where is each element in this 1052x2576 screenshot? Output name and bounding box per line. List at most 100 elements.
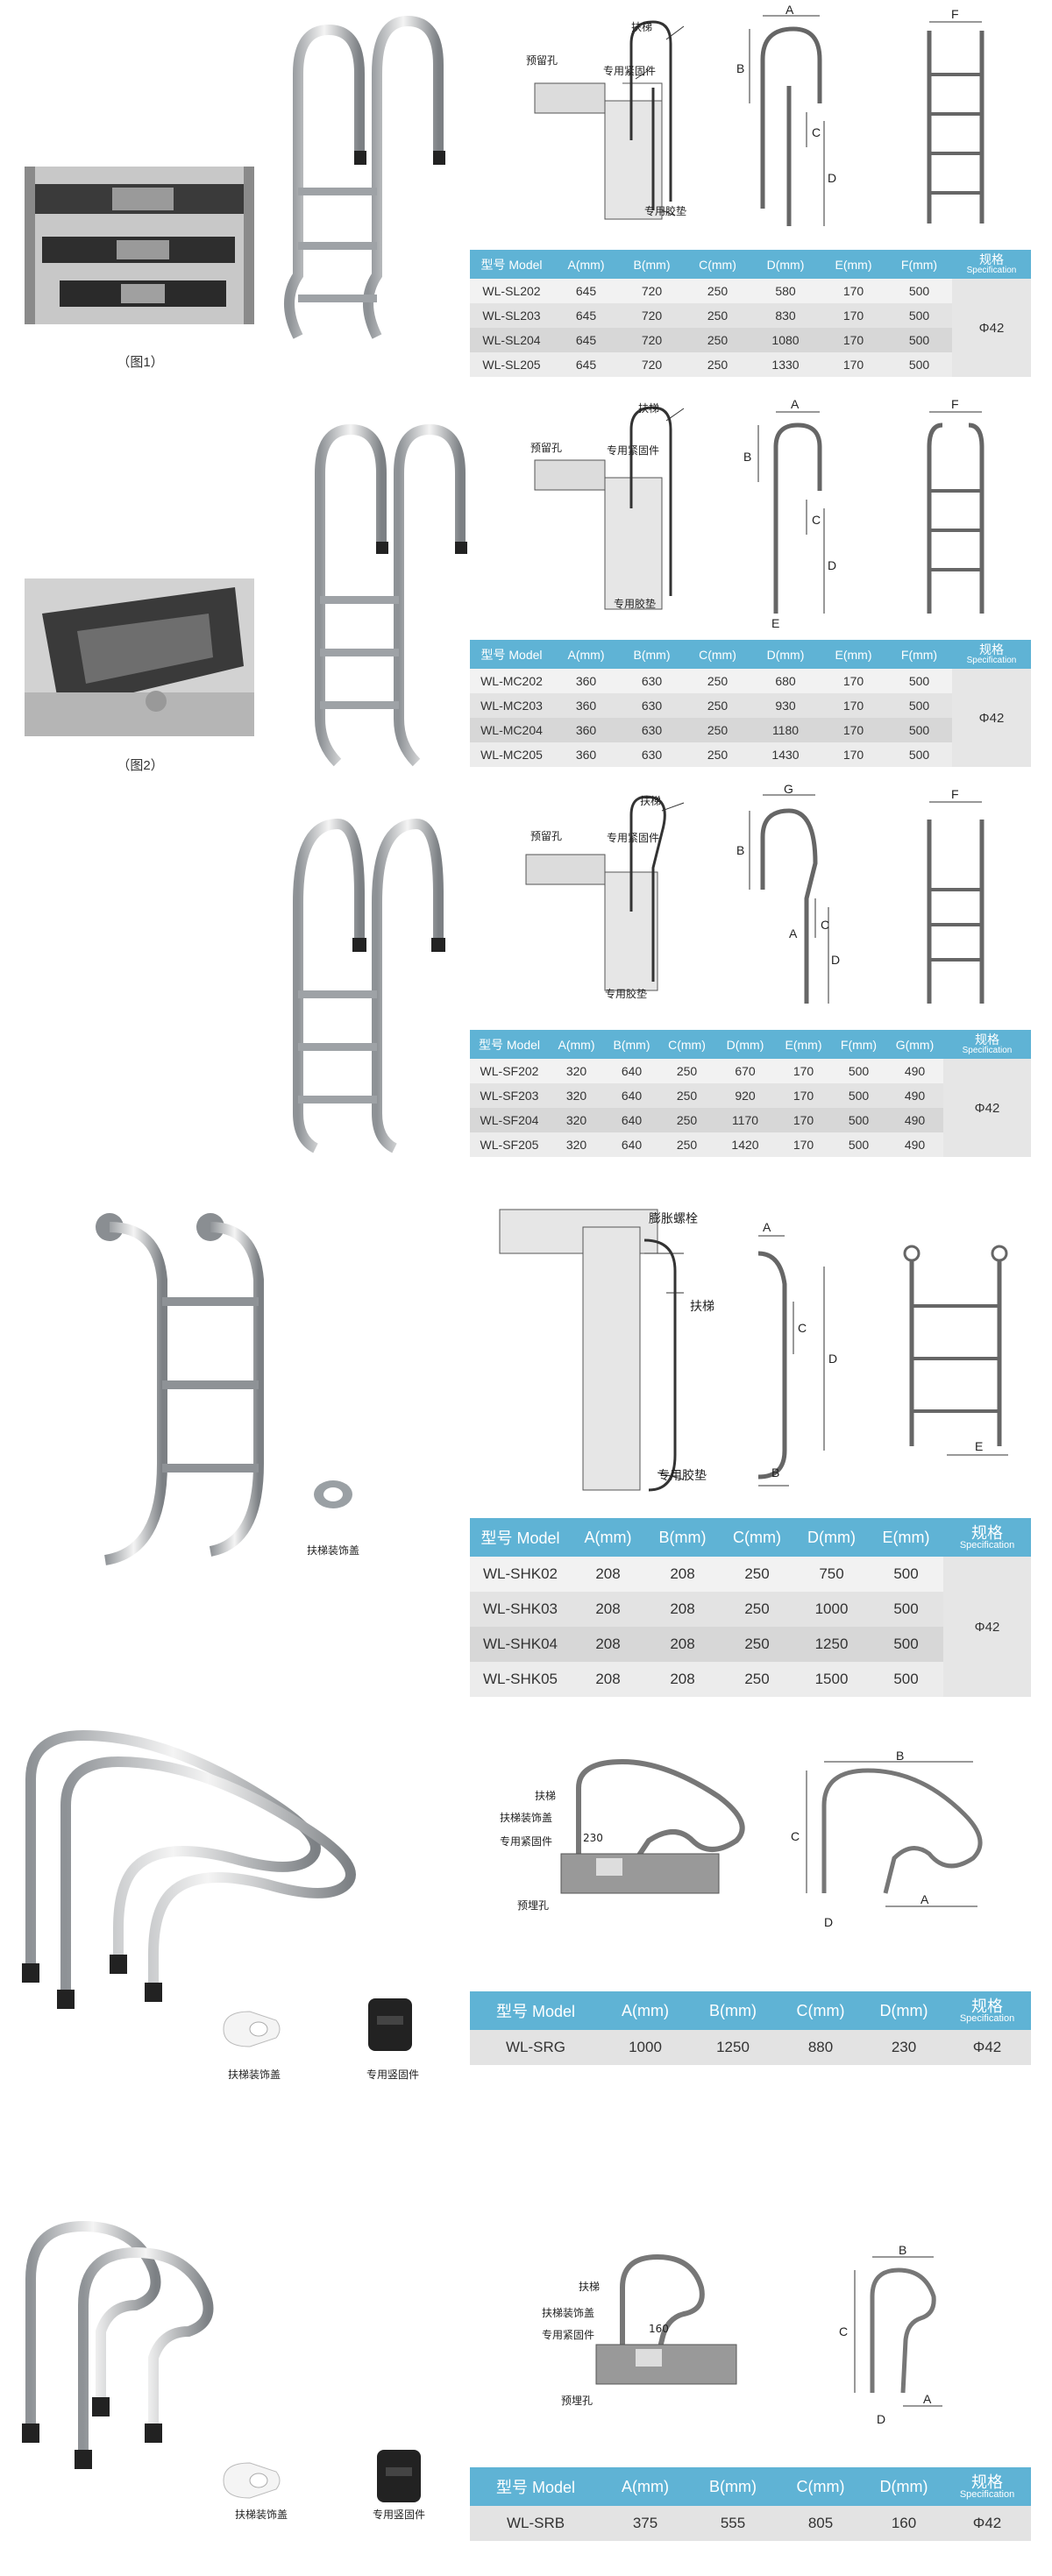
- table-cell: 640: [604, 1132, 659, 1157]
- table-cell: 630: [619, 669, 685, 693]
- dim-label-d: D: [828, 1352, 837, 1366]
- table-cell: WL-SHK03: [470, 1592, 571, 1627]
- col-d: D(mm): [750, 640, 821, 669]
- table-header-row: 型号 Model A(mm) B(mm) C(mm) D(mm) E(mm) F…: [470, 640, 1031, 669]
- table-cell: WL-SHK05: [470, 1662, 571, 1697]
- table-cell: 720: [619, 352, 685, 377]
- table-cell: 490: [886, 1083, 943, 1108]
- col-a: A(mm): [601, 1991, 689, 2030]
- step-closeup-photo-1: [25, 167, 254, 324]
- dim-label-c: C: [812, 125, 821, 139]
- dim-label-c: C: [791, 1829, 800, 1843]
- callout-fastener2-1: 专用竖固件: [366, 2069, 420, 2081]
- table-cell: 630: [619, 742, 685, 767]
- dimension-side-view-sl: A B C D: [736, 3, 836, 226]
- col-c: C(mm): [777, 2467, 864, 2506]
- table-cell: 1000: [794, 1592, 869, 1627]
- spec-value: Φ42: [943, 1059, 1031, 1157]
- table-cell: 500: [886, 328, 952, 352]
- table-cell: 170: [821, 352, 886, 377]
- install-diagram-mc: [534, 406, 685, 610]
- dimension-front-view-sl: F: [927, 7, 984, 224]
- install-diagram-srb: [595, 2253, 737, 2385]
- callout-rubber-pad-2: 专用胶垫: [614, 598, 657, 610]
- dim-label-a: A: [785, 3, 794, 17]
- table-cell: 500: [886, 303, 952, 328]
- dim-label-b: B: [743, 450, 751, 464]
- ladder-photo-shk: [96, 1213, 264, 1565]
- dim-label-e: E: [975, 1439, 983, 1453]
- table-cell: 920: [714, 1083, 776, 1108]
- header-label: Specification: [959, 2489, 1015, 2500]
- table-cell: 170: [821, 328, 886, 352]
- table-cell: 250: [720, 1557, 794, 1592]
- handrail-photo-srb: [22, 2220, 214, 2469]
- callout-embed-hole-5: 预埋孔: [561, 2395, 594, 2407]
- handrail-photo-srg: [22, 1729, 356, 2009]
- header-label: 规格: [971, 1524, 1003, 1542]
- spec-table-shk: 型号 Model A(mm) B(mm) C(mm) D(mm) E(mm) 规…: [470, 1518, 1031, 1697]
- col-model: 型号 Model: [470, 1991, 601, 2030]
- table-cell: 500: [869, 1662, 943, 1697]
- table-cell: 1250: [794, 1627, 869, 1662]
- callout-rubber-pad-1: 专用胶垫: [644, 205, 687, 217]
- callout-rubber-pad-3: 专用胶垫: [605, 988, 648, 1000]
- install-diagram-sl: [534, 20, 685, 220]
- table-cell: 230: [864, 2030, 943, 2065]
- header-label: Specification: [959, 2013, 1015, 2024]
- table-cell: 500: [831, 1083, 886, 1108]
- callout-handrail-1: 扶梯: [631, 21, 653, 33]
- ladder-photo-sl: [284, 15, 445, 339]
- table-cell: 360: [553, 693, 619, 718]
- col-d: D(mm): [864, 2467, 943, 2506]
- table-cell: 645: [553, 279, 619, 303]
- dim-label-d: D: [877, 2412, 885, 2426]
- table-cell: 170: [821, 718, 886, 742]
- table-header-row: 型号 Model A(mm) B(mm) C(mm) D(mm) E(mm) F…: [470, 1030, 1031, 1059]
- dim-label-d: D: [831, 953, 840, 967]
- table-cell: 720: [619, 279, 685, 303]
- dimension-side-view-shk: A C D B: [757, 1220, 837, 1487]
- table-cell: WL-SL204: [470, 328, 553, 352]
- header-label: Specification: [959, 1540, 1015, 1551]
- col-g: G(mm): [886, 1030, 943, 1059]
- table-cell: 490: [886, 1132, 943, 1157]
- col-a: A(mm): [553, 640, 619, 669]
- table-cell: 500: [869, 1557, 943, 1592]
- col-model: 型号 Model: [470, 1030, 549, 1059]
- table-header-row: 型号 Model A(mm) B(mm) C(mm) D(mm) E(mm) 规…: [470, 1518, 1031, 1557]
- table-cell: 1500: [794, 1662, 869, 1697]
- callout-embed-hole-4: 预埋孔: [517, 1899, 550, 1912]
- table-cell: 805: [777, 2506, 864, 2541]
- table-cell: 170: [821, 303, 886, 328]
- dimension-front-view-sf: F: [927, 787, 984, 1004]
- dim-label-d: D: [828, 558, 836, 572]
- table-cell: 250: [720, 1592, 794, 1627]
- table-header-row: 型号 Model A(mm) B(mm) C(mm) D(mm) E(mm) F…: [470, 250, 1031, 279]
- table-cell: WL-SL205: [470, 352, 553, 377]
- table-cell: 555: [689, 2506, 777, 2541]
- table-cell: 1330: [750, 352, 821, 377]
- table-cell: 320: [549, 1083, 604, 1108]
- col-d: D(mm): [714, 1030, 776, 1059]
- header-label: Specification: [966, 656, 1017, 665]
- table-cell: 1180: [750, 718, 821, 742]
- col-a: A(mm): [553, 250, 619, 279]
- table-cell: 500: [869, 1627, 943, 1662]
- table-cell: 375: [601, 2506, 689, 2541]
- table-cell: 500: [886, 352, 952, 377]
- table-cell: 250: [685, 742, 750, 767]
- col-c: C(mm): [659, 1030, 714, 1059]
- install-diagram-srg: [560, 1758, 745, 1894]
- table-cell: WL-MC202: [470, 669, 553, 693]
- table-cell: 630: [619, 693, 685, 718]
- col-c: C(mm): [685, 640, 750, 669]
- table-cell: 670: [714, 1059, 776, 1083]
- step-closeup-photo-2: [25, 578, 254, 736]
- table-cell: 208: [571, 1592, 645, 1627]
- table-cell: WL-SF203: [470, 1083, 549, 1108]
